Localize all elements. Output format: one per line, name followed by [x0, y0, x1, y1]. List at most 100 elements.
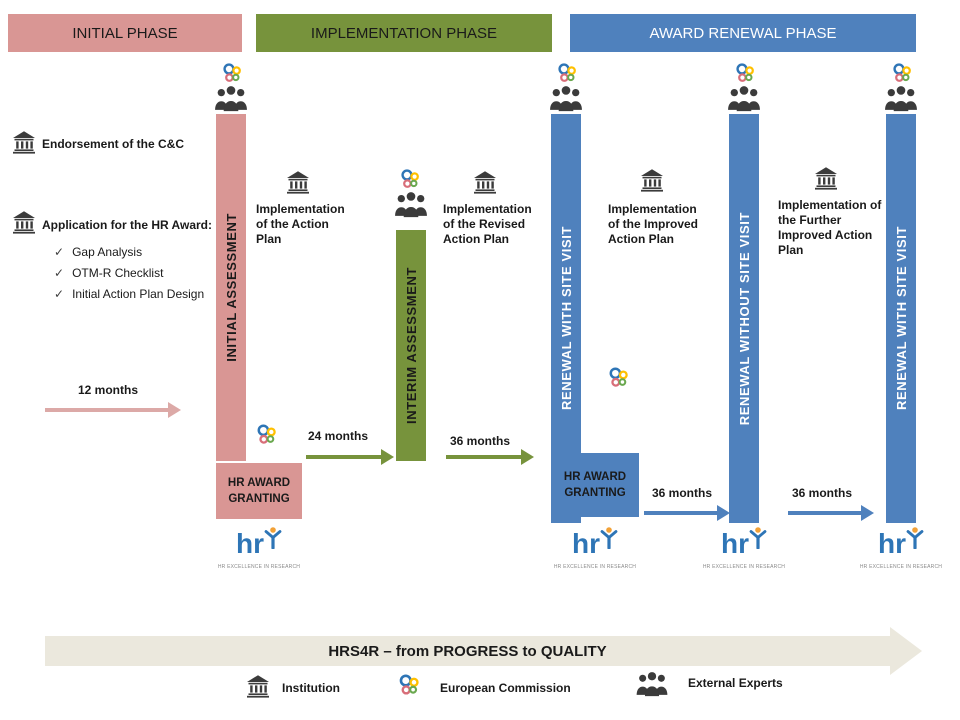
granting-label: HR AWARD GRANTING: [227, 477, 291, 505]
european-commission-icon: [254, 423, 279, 448]
checklist-item: Initial Action Plan Design: [54, 283, 204, 304]
arrow-head-icon: [521, 449, 534, 465]
hr-logo-mark: hr: [878, 527, 924, 563]
phase-label: AWARD RENEWAL PHASE: [649, 24, 837, 42]
european-commission-icon: [398, 168, 422, 192]
bar-label: RENEWAL WITHOUT SITE VISIT: [736, 211, 752, 426]
duration-36-months-1: 36 months: [450, 434, 511, 448]
external-experts-icon: [634, 670, 670, 697]
legend-institution: Institution: [282, 681, 340, 695]
hr-logo-text: hr: [878, 528, 906, 559]
hr-logo-person-icon: [264, 527, 282, 549]
hr-excellence-logo: hr HR EXCELLENCE IN RESEARCH: [703, 527, 785, 570]
arrow-head-icon: [168, 402, 181, 418]
arrow-body: [45, 408, 168, 412]
hr-logo-text: hr: [236, 528, 264, 559]
checklist-item-label: OTM-R Checklist: [72, 265, 164, 280]
granting-label: HR AWARD GRANTING: [563, 471, 627, 499]
hr-excellence-logo: hr HR EXCELLENCE IN RESEARCH: [554, 527, 636, 570]
hr-award-granting-box-renewal: HR AWARD GRANTING: [551, 453, 639, 517]
hr-logo-caption: HR EXCELLENCE IN RESEARCH: [859, 564, 943, 570]
external-experts-icon: [392, 190, 430, 218]
arrow-body: [446, 455, 521, 459]
arrow-36-months-1: [446, 449, 534, 465]
check-icon: [54, 266, 64, 280]
revised-plan-note: Implementation of the Revised Action Pla…: [443, 202, 532, 246]
hr-logo-mark: hr: [236, 527, 282, 563]
bar-label: INITIAL ASSESSMENT: [223, 213, 239, 362]
hr-logo-person-icon: [749, 527, 767, 549]
further-plan-note: Implementation of the Further Improved A…: [778, 198, 882, 257]
bar-label: RENEWAL WITH SITE VISIT: [893, 226, 909, 411]
improved-plan-note: Implementation of the Improved Action Pl…: [608, 202, 699, 246]
hr-logo-caption: HR EXCELLENCE IN RESEARCH: [702, 564, 786, 570]
progress-arrow-body: HRS4R – from PROGRESS to QUALITY: [45, 636, 890, 666]
legend-european-commission: European Commission: [440, 681, 571, 695]
arrow-head-icon: [381, 449, 394, 465]
arrow-body: [644, 511, 717, 515]
arrow-head-icon: [717, 505, 730, 521]
institution-icon: [640, 168, 664, 192]
phase-header-initial: INITIAL PHASE: [8, 14, 242, 52]
hr-logo-caption: HR EXCELLENCE IN RESEARCH: [553, 564, 637, 570]
bar-label: INTERIM ASSESSMENT: [403, 267, 419, 424]
footer-title: HRS4R – from PROGRESS to QUALITY: [328, 642, 607, 660]
hr-excellence-logo: hr HR EXCELLENCE IN RESEARCH: [218, 527, 300, 570]
check-icon: [54, 287, 64, 301]
bar-interim-assessment: INTERIM ASSESSMENT: [396, 230, 426, 461]
checklist-item-label: Gap Analysis: [72, 244, 143, 259]
duration-36-months-2: 36 months: [652, 486, 713, 500]
legend-external-experts: External Experts: [688, 676, 783, 690]
bar-label: RENEWAL WITH SITE VISIT: [558, 226, 574, 411]
arrow-12-months: [45, 402, 181, 418]
hr-logo-text: hr: [721, 528, 749, 559]
hr-logo-mark: hr: [572, 527, 618, 563]
arrow-36-months-2: [644, 505, 730, 521]
institution-icon: [286, 170, 310, 194]
endorsement-note: Endorsement of the C&C: [42, 137, 185, 151]
arrow-body: [306, 455, 381, 459]
institution-icon: [814, 166, 838, 190]
hr-logo-text: hr: [572, 528, 600, 559]
progress-arrow-head-icon: [890, 627, 922, 675]
phase-header-award-renewal: AWARD RENEWAL PHASE: [570, 14, 916, 52]
european-commission-icon: [606, 366, 631, 391]
arrow-body: [788, 511, 861, 515]
arrow-36-months-3: [788, 505, 874, 521]
hr-logo-mark: hr: [721, 527, 767, 563]
external-experts-icon: [725, 84, 763, 112]
phase-label: INITIAL PHASE: [72, 24, 178, 42]
duration-24-months: 24 months: [308, 429, 369, 443]
duration-12-months: 12 months: [78, 383, 139, 397]
european-commission-icon: [396, 673, 422, 699]
institution-icon: [246, 674, 270, 698]
action-plan-note: Implementation of the Action Plan: [256, 202, 345, 246]
bar-renewal-with-site-visit-2: RENEWAL WITH SITE VISIT: [886, 114, 916, 523]
arrow-head-icon: [861, 505, 874, 521]
duration-36-months-3: 36 months: [792, 486, 853, 500]
external-experts-icon: [212, 84, 250, 112]
phase-header-implementation: IMPLEMENTATION PHASE: [256, 14, 552, 52]
external-experts-icon: [882, 84, 920, 112]
institution-icon: [12, 130, 36, 154]
external-experts-icon: [547, 84, 585, 112]
arrow-24-months: [306, 449, 394, 465]
hr-logo-person-icon: [600, 527, 618, 549]
check-icon: [54, 245, 64, 259]
phase-label: IMPLEMENTATION PHASE: [310, 24, 498, 42]
european-commission-icon: [890, 62, 914, 86]
hr-excellence-logo: hr HR EXCELLENCE IN RESEARCH: [860, 527, 942, 570]
european-commission-icon: [733, 62, 757, 86]
bar-renewal-without-site-visit: RENEWAL WITHOUT SITE VISIT: [729, 114, 759, 523]
bar-initial-assessment: INITIAL ASSESSMENT: [216, 114, 246, 461]
institution-icon: [473, 170, 497, 194]
hr-award-granting-box-initial: HR AWARD GRANTING: [216, 463, 302, 519]
european-commission-icon: [555, 62, 579, 86]
hr-logo-caption: HR EXCELLENCE IN RESEARCH: [217, 564, 301, 570]
hr-logo-person-icon: [906, 527, 924, 549]
european-commission-icon: [220, 62, 244, 86]
institution-icon: [12, 210, 36, 234]
checklist-item: OTM-R Checklist: [54, 262, 204, 283]
application-note: Application for the HR Award:: [42, 218, 213, 232]
